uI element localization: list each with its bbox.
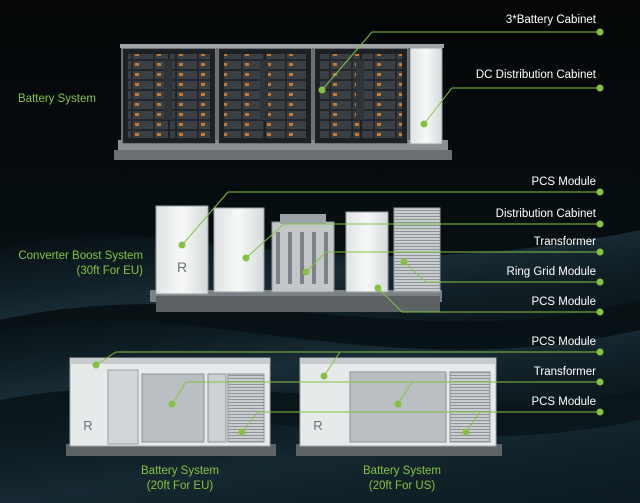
callout-pcs-module-lower: PCS Module (531, 296, 596, 308)
battery-system-eu-title: Battery System (141, 465, 219, 477)
battery-cabinet (121, 47, 217, 145)
converter-boost-illustration: R (150, 205, 442, 312)
svg-text:R: R (83, 418, 92, 433)
transformer (271, 214, 335, 293)
battery-cabinets-illustration (114, 44, 452, 160)
battery-system-eu-subtitle: (20ft For EU) (146, 480, 214, 492)
callout-lines (95, 31, 600, 433)
battery-system-us-title: Battery System (363, 465, 441, 477)
callout-dc-distribution-cabinet: DC Distribution Cabinet (475, 69, 596, 81)
callout-transformer: Transformer (533, 236, 596, 248)
converter-boost-subtitle: (30ft For EU) (76, 265, 143, 277)
battery-cabinet (217, 47, 313, 145)
battery-cabinet (313, 47, 409, 145)
battery-system-us-subtitle: (20ft For US) (368, 480, 436, 492)
svg-text:R: R (313, 418, 322, 433)
svg-text:R: R (177, 259, 187, 275)
pcs-grille-cabinet (393, 207, 441, 293)
pcs-cabinet (155, 205, 209, 295)
distribution-cabinet (213, 207, 265, 293)
callout-pcs-module: PCS Module (531, 176, 596, 188)
callout-battery-cabinet: 3*Battery Cabinet (505, 14, 596, 26)
callout-ring-grid-module: Ring Grid Module (506, 266, 596, 278)
callout-distribution-cabinet: Distribution Cabinet (495, 208, 596, 220)
callout-pcs-module-bottom-2: PCS Module (531, 396, 596, 408)
callout-pcs-module-bottom: PCS Module (531, 336, 596, 348)
dc-distribution-cabinet (409, 47, 443, 145)
battery-system-title: Battery System (18, 93, 96, 105)
callout-dots (92, 28, 604, 436)
callout-transformer-bottom: Transformer (533, 366, 596, 378)
converter-boost-title: Converter Boost System (18, 250, 143, 262)
